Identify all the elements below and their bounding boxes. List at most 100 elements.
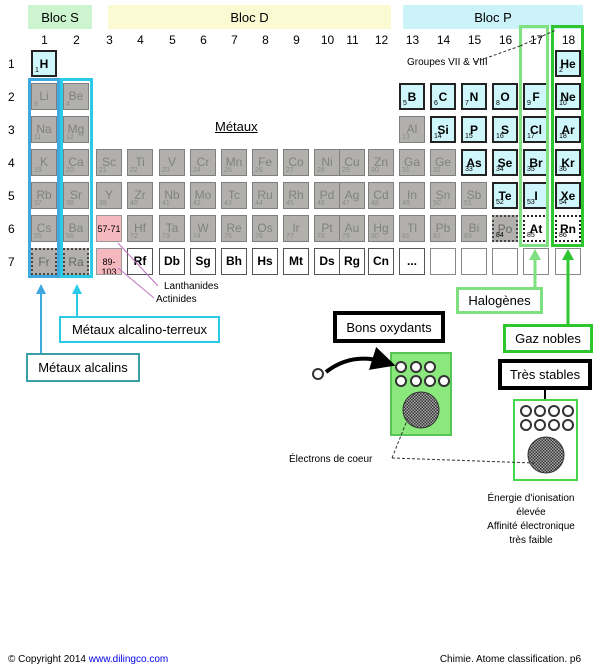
atomic-number: 80 (371, 233, 379, 240)
alcalino-terreux-box: Métaux alcalino-terreux (59, 316, 220, 343)
atomic-number: 8 (496, 100, 500, 107)
element-symbol: Mn (225, 155, 243, 169)
element-symbol: Li (39, 89, 49, 103)
noble-gas-core (527, 436, 565, 474)
group-number: 16 (498, 33, 513, 47)
element-symbol: 57-71 (97, 224, 121, 234)
copyright-text: © Copyright 2014 (8, 654, 89, 665)
element-symbol: Rn (560, 222, 576, 236)
metaux-label: Métaux (215, 119, 258, 134)
element-symbol: Na (36, 122, 52, 136)
atomic-number: 31 (402, 167, 410, 174)
element-symbol: Ir (292, 221, 300, 235)
atomic-number: 16 (496, 133, 504, 140)
group-number: 11 (346, 33, 359, 47)
element-symbol: Ba (68, 221, 84, 235)
tres-stables-text: Très stables (509, 367, 581, 382)
element-symbol: Po (497, 222, 513, 236)
group-number: 10 (320, 33, 335, 47)
group-number: 18 (561, 33, 576, 47)
element-symbol: Sg (195, 254, 211, 268)
atomic-number: 12 (66, 134, 74, 141)
atomic-number: 21 (99, 167, 107, 174)
atomic-number: 26 (255, 167, 263, 174)
atomic-number: 3 (34, 101, 38, 108)
group-number: 8 (262, 33, 269, 47)
period-number: 2 (8, 90, 15, 104)
period-number: 4 (8, 156, 15, 170)
element-symbol: Db (164, 254, 180, 268)
element-symbol: Ti (135, 155, 145, 169)
element-cell: ... (399, 248, 425, 275)
element-symbol: N (469, 90, 479, 104)
element-symbol: Ag (344, 188, 360, 202)
element-symbol: Rh (288, 188, 304, 202)
element-symbol: Zr (134, 188, 146, 202)
atomic-number: 17 (527, 133, 535, 140)
element-symbol: Kr (561, 156, 575, 170)
element-symbol: Rg (344, 254, 360, 268)
atomic-number: 46 (317, 200, 325, 207)
element-symbol: Ge (434, 155, 451, 169)
bons-oxydants-text: Bons oxydants (346, 319, 432, 335)
element-symbol: Ra (68, 255, 84, 269)
atomic-number: 78 (317, 233, 325, 240)
halogen-electrons (395, 361, 450, 429)
bloc-s-band: Bloc S (28, 5, 92, 29)
actinides-label: Actinides (156, 294, 197, 305)
element-symbol: Mg (67, 122, 85, 136)
element-symbol: C (438, 90, 448, 104)
group-number: 9 (293, 33, 300, 47)
affinite-line2: très faible (509, 535, 553, 546)
element-cell (461, 248, 487, 275)
website-link[interactable]: www.dilingco.com (88, 654, 169, 665)
atomic-number: 28 (317, 167, 325, 174)
period-number: 7 (8, 255, 15, 269)
element-symbol: Sb (466, 188, 482, 202)
element-symbol: Ar (561, 123, 575, 137)
element-symbol: I (534, 189, 538, 203)
element-cell: Mt (283, 248, 309, 275)
halogens-outline (519, 25, 549, 247)
atomic-number: 15 (465, 133, 473, 140)
element-cell (430, 248, 456, 275)
element-cell: Fr (31, 248, 57, 275)
atomic-number: 52 (496, 199, 504, 206)
atomic-number: 44 (255, 200, 263, 207)
atomic-number: 7 (465, 100, 469, 107)
group-number: 12 (374, 33, 389, 47)
atomic-number: 72 (130, 233, 138, 240)
atomic-number: 45 (286, 200, 294, 207)
atomic-number: 35 (527, 166, 535, 173)
element-symbol: Te (498, 189, 512, 203)
element-cell: Ra (63, 248, 89, 275)
group-number: 2 (73, 33, 80, 47)
atomic-number: 33 (465, 166, 473, 173)
element-symbol: Zn (373, 155, 388, 169)
element-cell: Ds (314, 248, 340, 275)
footer-page-info: Chimie. Atome classification. p6 (439, 654, 581, 665)
